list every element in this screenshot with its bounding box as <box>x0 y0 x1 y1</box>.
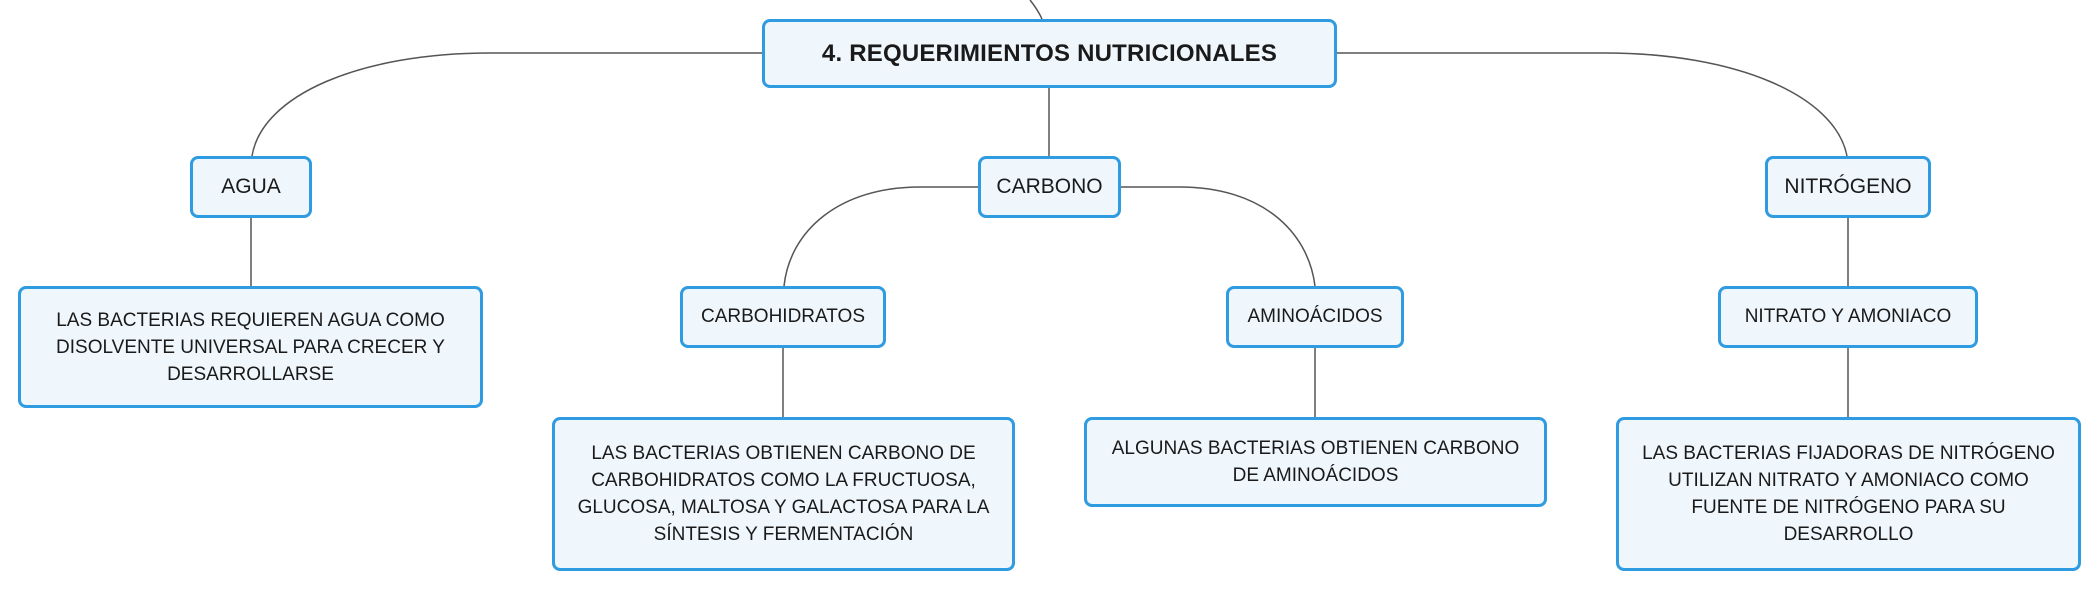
detail-nitrato-amoniaco-node[interactable]: LAS BACTERIAS FIJADORAS DE NITRÓGENO UTI… <box>1616 417 2081 571</box>
detail-aminoacidos-node[interactable]: ALGUNAS BACTERIAS OBTIENEN CARBONO DE AM… <box>1084 417 1547 507</box>
subtopic-aminoacidos-label: AMINOÁCIDOS <box>1247 306 1383 327</box>
connector-root-nitrogeno <box>1337 52 1848 157</box>
connector-carbono-carbohidratos <box>783 186 978 287</box>
subtopic-nitrato-amoniaco-label: NITRATO Y AMONIACO <box>1744 306 1952 327</box>
topic-carbono-label: CARBONO <box>996 175 1103 198</box>
detail-agua-node[interactable]: LAS BACTERIAS REQUIEREN AGUA COMO DISOLV… <box>18 286 483 408</box>
detail-carbohidratos-node[interactable]: LAS BACTERIAS OBTIENEN CARBONO DE CARBOH… <box>552 417 1015 571</box>
detail-aminoacidos-text: ALGUNAS BACTERIAS OBTIENEN CARBONO DE AM… <box>1111 438 1520 486</box>
subtopic-aminoacidos-node[interactable]: AMINOÁCIDOS <box>1226 286 1404 348</box>
root-topic-label: 4. REQUERIMIENTOS NUTRICIONALES <box>821 39 1278 67</box>
topic-agua-node[interactable]: AGUA <box>190 156 312 218</box>
topic-carbono-node[interactable]: CARBONO <box>978 156 1121 218</box>
detail-nitrato-amoniaco-text: LAS BACTERIAS FIJADORAS DE NITRÓGENO UTI… <box>1642 443 2055 545</box>
detail-agua-text: LAS BACTERIAS REQUIEREN AGUA COMO DISOLV… <box>56 309 445 385</box>
detail-carbohidratos-text: LAS BACTERIAS OBTIENEN CARBONO DE CARBOH… <box>577 443 990 545</box>
subtopic-carbohidratos-node[interactable]: CARBOHIDRATOS <box>680 286 886 348</box>
connector-carbono-aminoacidos <box>1121 186 1316 287</box>
topic-nitrogeno-label: NITRÓGENO <box>1784 175 1912 198</box>
root-topic-node[interactable]: 4. REQUERIMIENTOS NUTRICIONALES <box>762 19 1337 88</box>
topic-agua-label: AGUA <box>221 175 281 198</box>
connector-parent-root <box>1029 0 1043 20</box>
subtopic-nitrato-amoniaco-node[interactable]: NITRATO Y AMONIACO <box>1718 286 1978 348</box>
subtopic-carbohidratos-label: CARBOHIDRATOS <box>701 306 865 327</box>
topic-nitrogeno-node[interactable]: NITRÓGENO <box>1765 156 1931 218</box>
connector-root-agua <box>251 52 762 157</box>
